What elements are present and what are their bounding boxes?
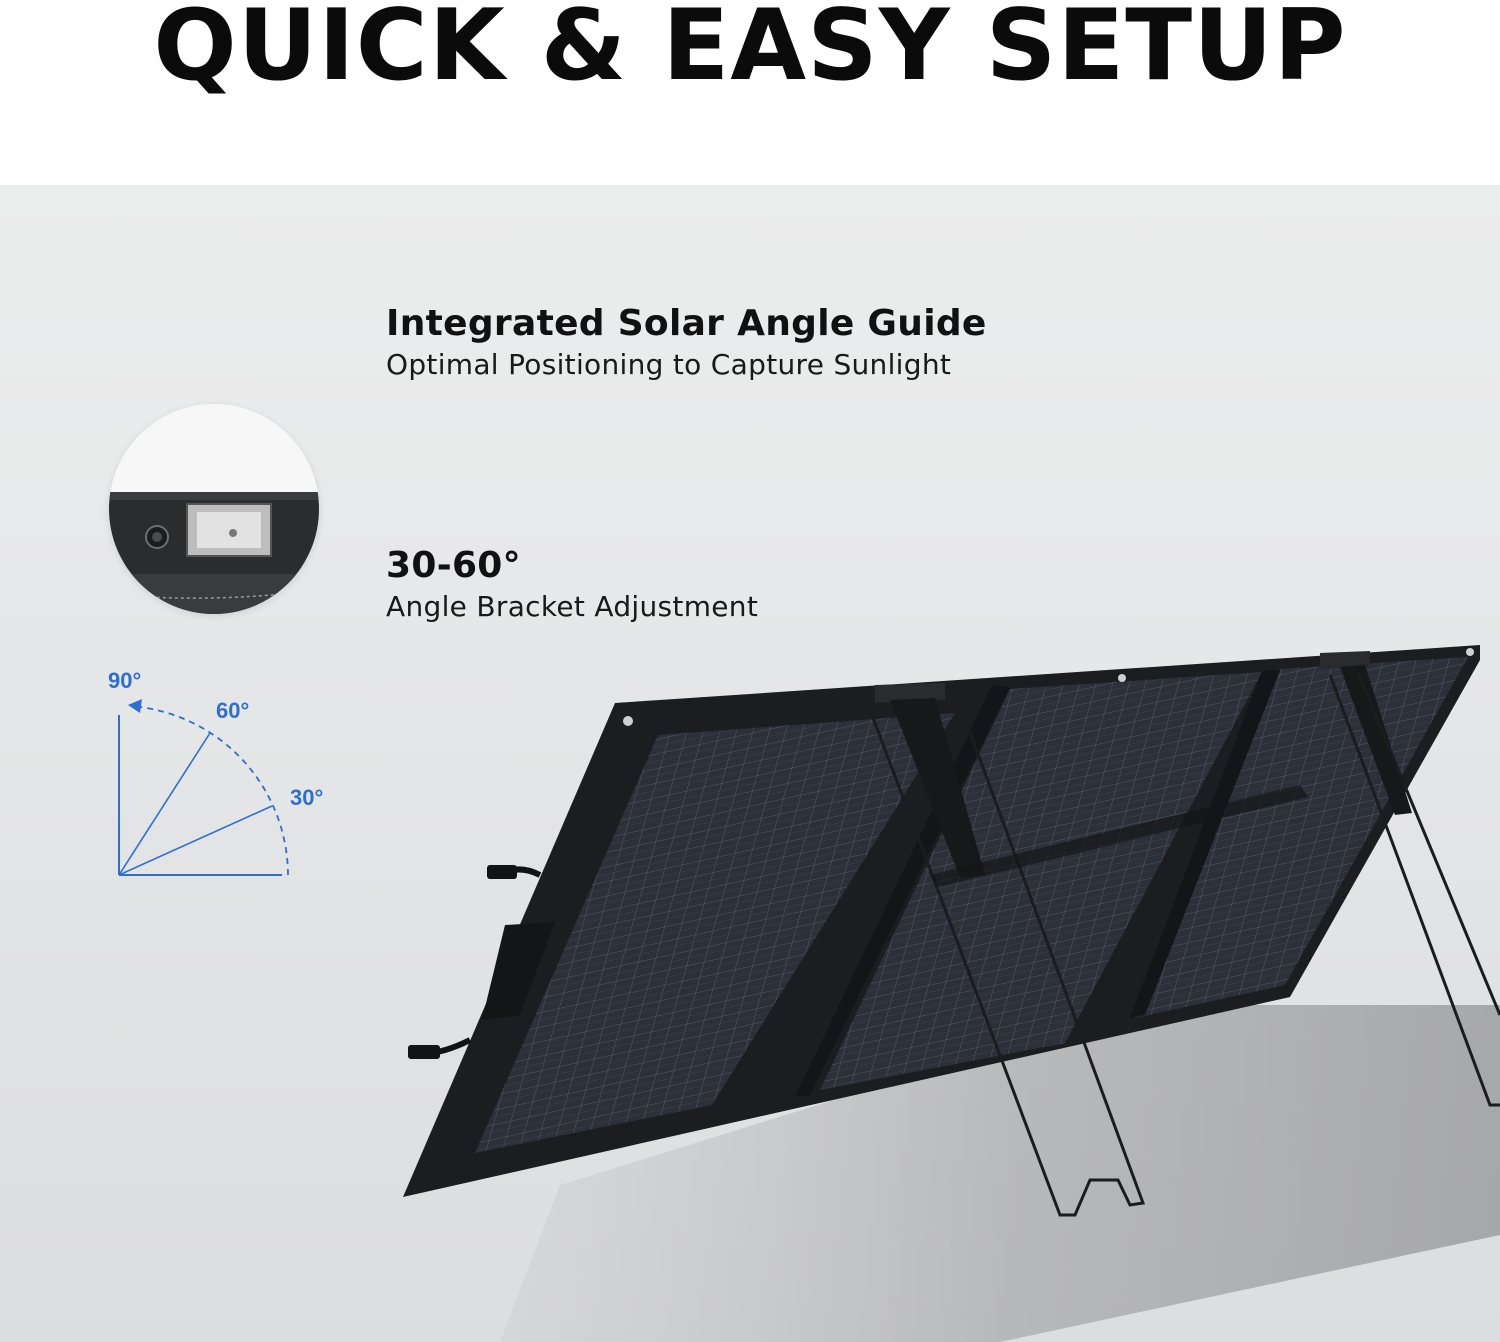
solar-panel-illustration xyxy=(403,645,1500,1342)
feature-angle-guide: Integrated Solar Angle Guide Optimal Pos… xyxy=(386,303,987,381)
page-title: QUICK & EASY SETUP xyxy=(153,0,1347,103)
angle-diagram: 90° 60° 30° xyxy=(100,663,340,887)
angle-arc-icon xyxy=(118,699,289,876)
feature-subtitle: Angle Bracket Adjustment xyxy=(386,590,759,623)
feature-subtitle: Optimal Positioning to Capture Sunlight xyxy=(386,348,952,381)
angle-label-30: 30° xyxy=(290,785,324,810)
product-scene: Integrated Solar Angle Guide Optimal Pos… xyxy=(0,185,1500,1342)
feature-title: Integrated Solar Angle Guide xyxy=(386,303,987,344)
angle-label-90: 90° xyxy=(108,668,142,693)
feature-title: 30-60° xyxy=(386,545,521,586)
angle-label-60: 60° xyxy=(216,698,250,723)
feature-angle-bracket: 30-60° Angle Bracket Adjustment xyxy=(386,545,758,623)
